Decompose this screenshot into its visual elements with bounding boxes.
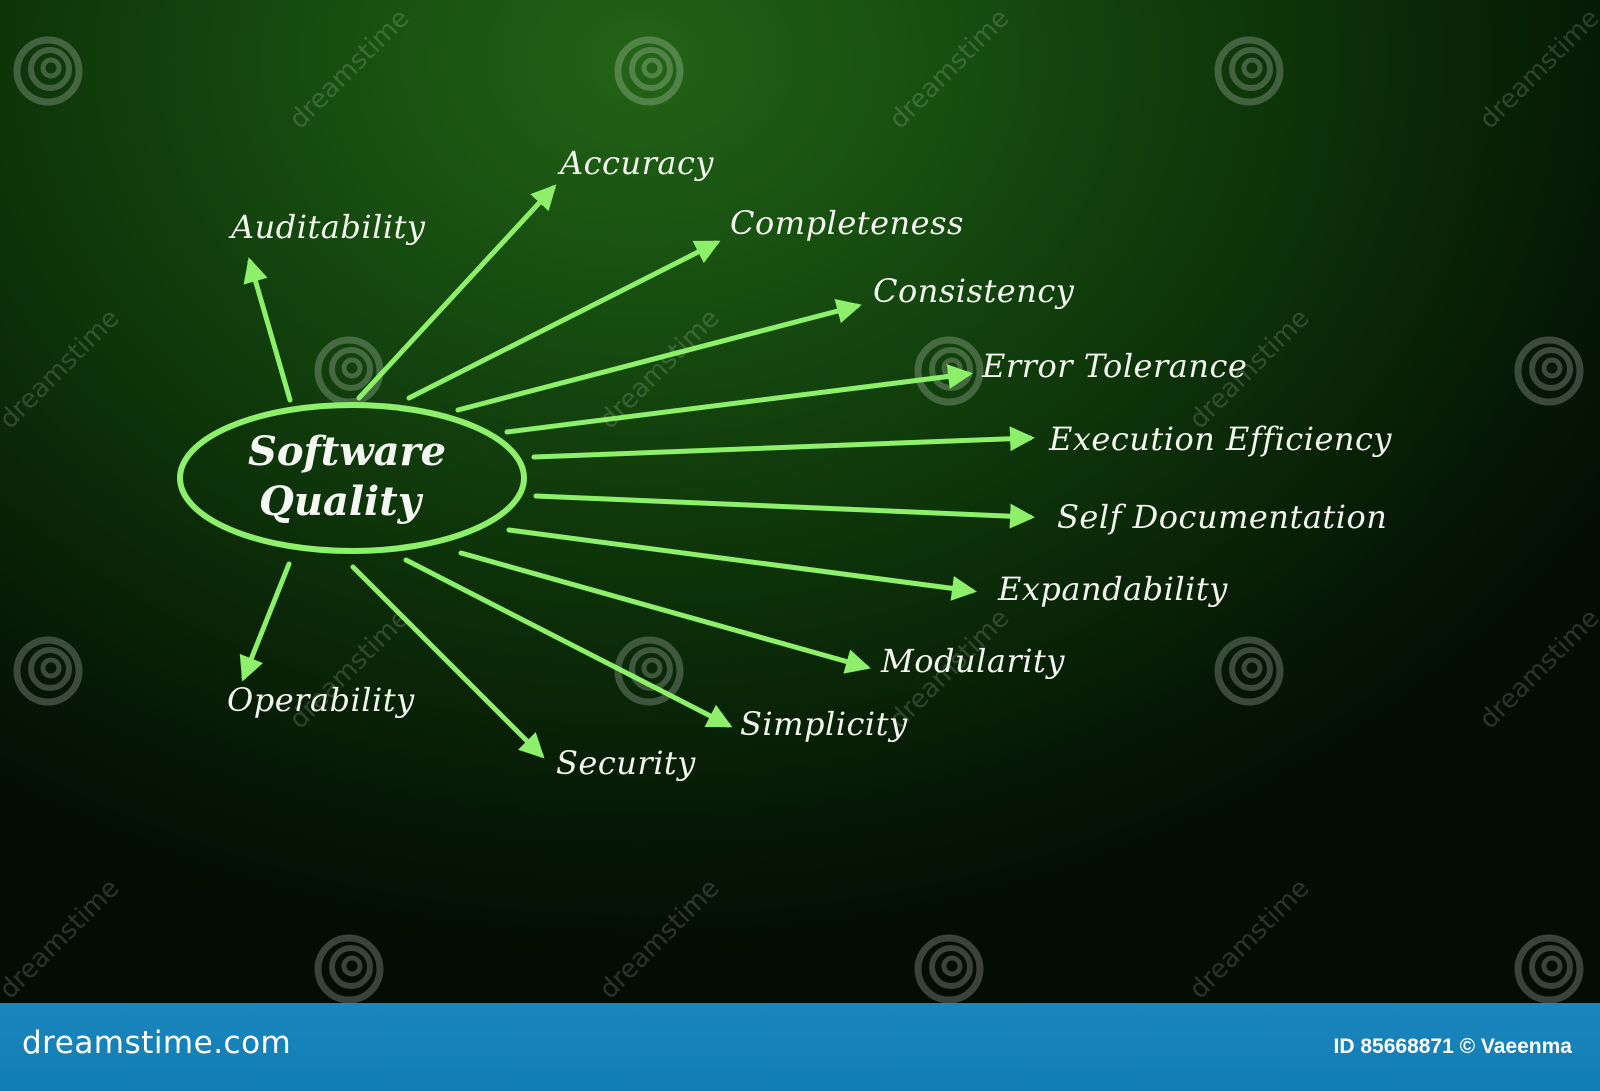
watermark-text: dreamstime bbox=[1474, 3, 1600, 135]
chalkboard-background bbox=[0, 0, 1600, 1003]
arrow-group bbox=[239, 184, 1035, 759]
center-label-line-2: Quality bbox=[259, 478, 424, 525]
arrow-modularity bbox=[458, 550, 871, 674]
arrow-completeness bbox=[406, 240, 721, 401]
dreamstime-spiral-icon bbox=[1518, 340, 1580, 402]
watermark-text: dreamstime bbox=[0, 303, 125, 435]
dreamstime-spiral-icon bbox=[1218, 40, 1280, 102]
label-accuracy: Accuracy bbox=[557, 144, 714, 182]
label-completeness: Completeness bbox=[730, 204, 964, 242]
arrow-auditability bbox=[243, 257, 293, 403]
dreamstime-spiral-icon bbox=[318, 340, 380, 402]
arrow-simplicity bbox=[403, 557, 733, 728]
dreamstime-spiral-icon bbox=[918, 938, 980, 1000]
label-operability: Operability bbox=[227, 681, 415, 719]
label-error-tolerance: Error Tolerance bbox=[981, 347, 1247, 385]
dreamstime-spiral-icon bbox=[918, 340, 980, 402]
watermark-text: dreamstime bbox=[1474, 603, 1600, 735]
label-expandability: Expandability bbox=[997, 570, 1228, 608]
watermark-text: dreamstime bbox=[284, 3, 416, 135]
branch-labels: Accuracy Auditability Completeness Consi… bbox=[227, 144, 1392, 782]
label-security: Security bbox=[556, 744, 696, 782]
watermark-text: dreamstime bbox=[1184, 873, 1316, 1003]
arrow-self-documentation bbox=[533, 493, 1035, 529]
arrow-expandability bbox=[506, 527, 977, 601]
label-modularity: Modularity bbox=[880, 642, 1065, 680]
dreamstime-spiral-icon bbox=[17, 40, 79, 102]
image-credit: ID 85668871 © Vaeenma bbox=[1333, 1035, 1572, 1058]
footer-bar: dreamstime.com ID 85668871 © Vaeenma bbox=[0, 1003, 1600, 1091]
label-self-documentation: Self Documentation bbox=[1057, 498, 1387, 536]
center-node: Software Quality bbox=[177, 402, 527, 554]
dreamstime-spiral-icon bbox=[1518, 938, 1580, 1000]
arrow-accuracy bbox=[356, 184, 557, 401]
label-auditability: Auditability bbox=[228, 208, 426, 246]
watermark-text: dreamstime bbox=[0, 873, 125, 1003]
arrow-security bbox=[350, 564, 545, 759]
center-ellipse bbox=[177, 402, 527, 554]
dreamstime-spiral-icon bbox=[318, 938, 380, 1000]
center-label-line-1: Software bbox=[248, 428, 446, 475]
site-name[interactable]: dreamstime.com bbox=[22, 1025, 292, 1061]
label-simplicity: Simplicity bbox=[740, 705, 908, 743]
dreamstime-spiral-icon bbox=[17, 640, 79, 702]
arrow-consistency bbox=[455, 298, 862, 413]
dreamstime-spiral-icon bbox=[618, 40, 680, 102]
label-consistency: Consistency bbox=[873, 272, 1075, 310]
label-execution-efficiency: Execution Efficiency bbox=[1048, 420, 1392, 458]
software-quality-diagram: dreamstime dreamstime dreamstime dreamst… bbox=[0, 3, 1600, 1003]
arrow-execution-efficiency bbox=[531, 426, 1035, 460]
arrow-operability bbox=[239, 561, 292, 682]
dreamstime-spiral-icon bbox=[1218, 640, 1280, 702]
watermark-text: dreamstime bbox=[884, 3, 1016, 135]
watermark-text: dreamstime bbox=[594, 873, 726, 1003]
arrow-error-tolerance bbox=[504, 364, 973, 435]
